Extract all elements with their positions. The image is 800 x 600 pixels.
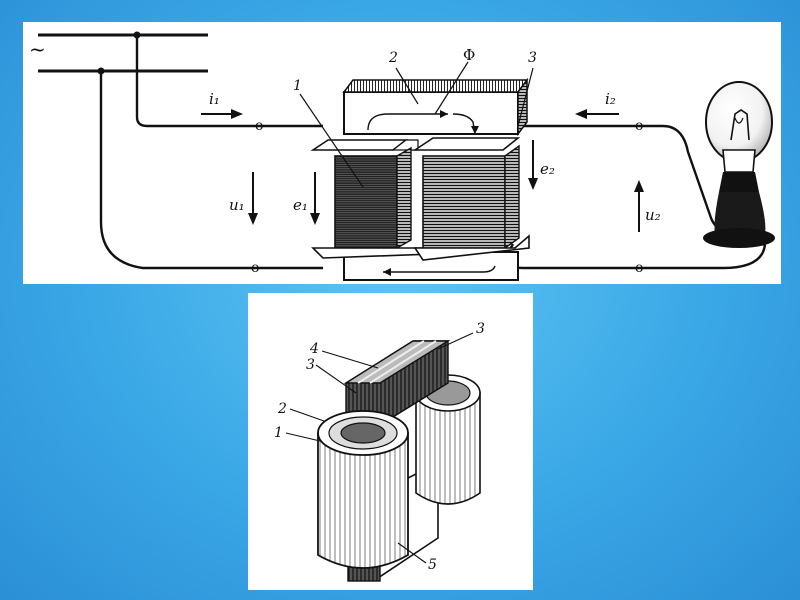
wire-joint-mark: o [635, 118, 643, 134]
wire-joint-mark: o [255, 118, 263, 134]
label-u2: u₂ [645, 206, 661, 224]
label-part-2: 2 [388, 50, 398, 66]
transformer-construction-diagram: 4 3 2 1 3 5 [248, 293, 533, 590]
label-u1: u₁ [229, 196, 245, 214]
transformer-core [342, 77, 529, 281]
label-part-1: 1 [274, 425, 283, 441]
label-part-3: 3 [528, 50, 537, 66]
top-yoke [343, 340, 451, 426]
label-part-4: 4 [309, 341, 319, 357]
label-part-3-left: 3 [306, 357, 315, 373]
label-part-5: 5 [428, 557, 437, 573]
light-bulb [703, 81, 775, 248]
label-part-2: 2 [277, 401, 287, 417]
label-part-1: 1 [293, 78, 302, 94]
label-i2: i₂ [605, 90, 616, 108]
leader-lines [299, 61, 534, 188]
wire-joint-mark: o [635, 260, 643, 276]
label-i1: i₁ [209, 90, 220, 108]
wire-joint-mark: o [251, 260, 259, 276]
ac-symbol: ~ [29, 37, 46, 61]
label-e2: e₂ [540, 160, 555, 178]
label-part-3-right: 3 [476, 321, 485, 337]
primary-wires [99, 35, 323, 270]
primary-winding [310, 139, 434, 259]
secondary-winding [412, 137, 530, 261]
supply-lines [38, 33, 208, 73]
leader-lines [285, 332, 474, 564]
label-flux: Φ [463, 46, 475, 64]
transformer-circuit-svg: ~ o o o o [29, 31, 775, 281]
label-e1: e₁ [293, 196, 308, 214]
left-coil [317, 410, 409, 569]
transformer-construction-svg: 4 3 2 1 3 5 [274, 321, 485, 582]
direction-arrows [201, 109, 644, 232]
transformer-circuit-diagram: ~ o o o o [23, 22, 781, 284]
